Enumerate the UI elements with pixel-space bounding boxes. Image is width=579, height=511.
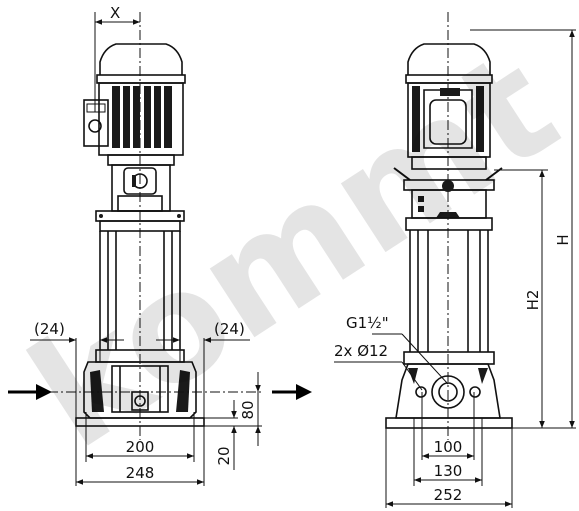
watermark: kommt (2, 19, 579, 483)
dim-200: 200 (126, 438, 155, 456)
dim-x: X (110, 4, 120, 22)
motor-fins (112, 86, 172, 148)
dim-130: 130 (434, 462, 463, 480)
bolt-holes-label: 2x Ø12 (334, 342, 388, 360)
dim-100: 100 (434, 438, 463, 456)
front-view (30, 12, 262, 440)
flow-arrows (8, 384, 312, 400)
port-size-label: G1½" (346, 314, 389, 332)
dim-h2: H2 (524, 290, 542, 311)
front-dimensions (30, 12, 262, 486)
dim-20: 20 (215, 446, 233, 465)
dim-offset-right: (24) (214, 320, 245, 338)
side-view (385, 12, 513, 440)
dim-offset-left: (24) (34, 320, 65, 338)
dim-80: 80 (239, 400, 257, 419)
side-dimensions (334, 29, 576, 508)
dim-252: 252 (434, 486, 463, 504)
dim-248: 248 (126, 464, 155, 482)
dim-h: H (554, 234, 572, 245)
